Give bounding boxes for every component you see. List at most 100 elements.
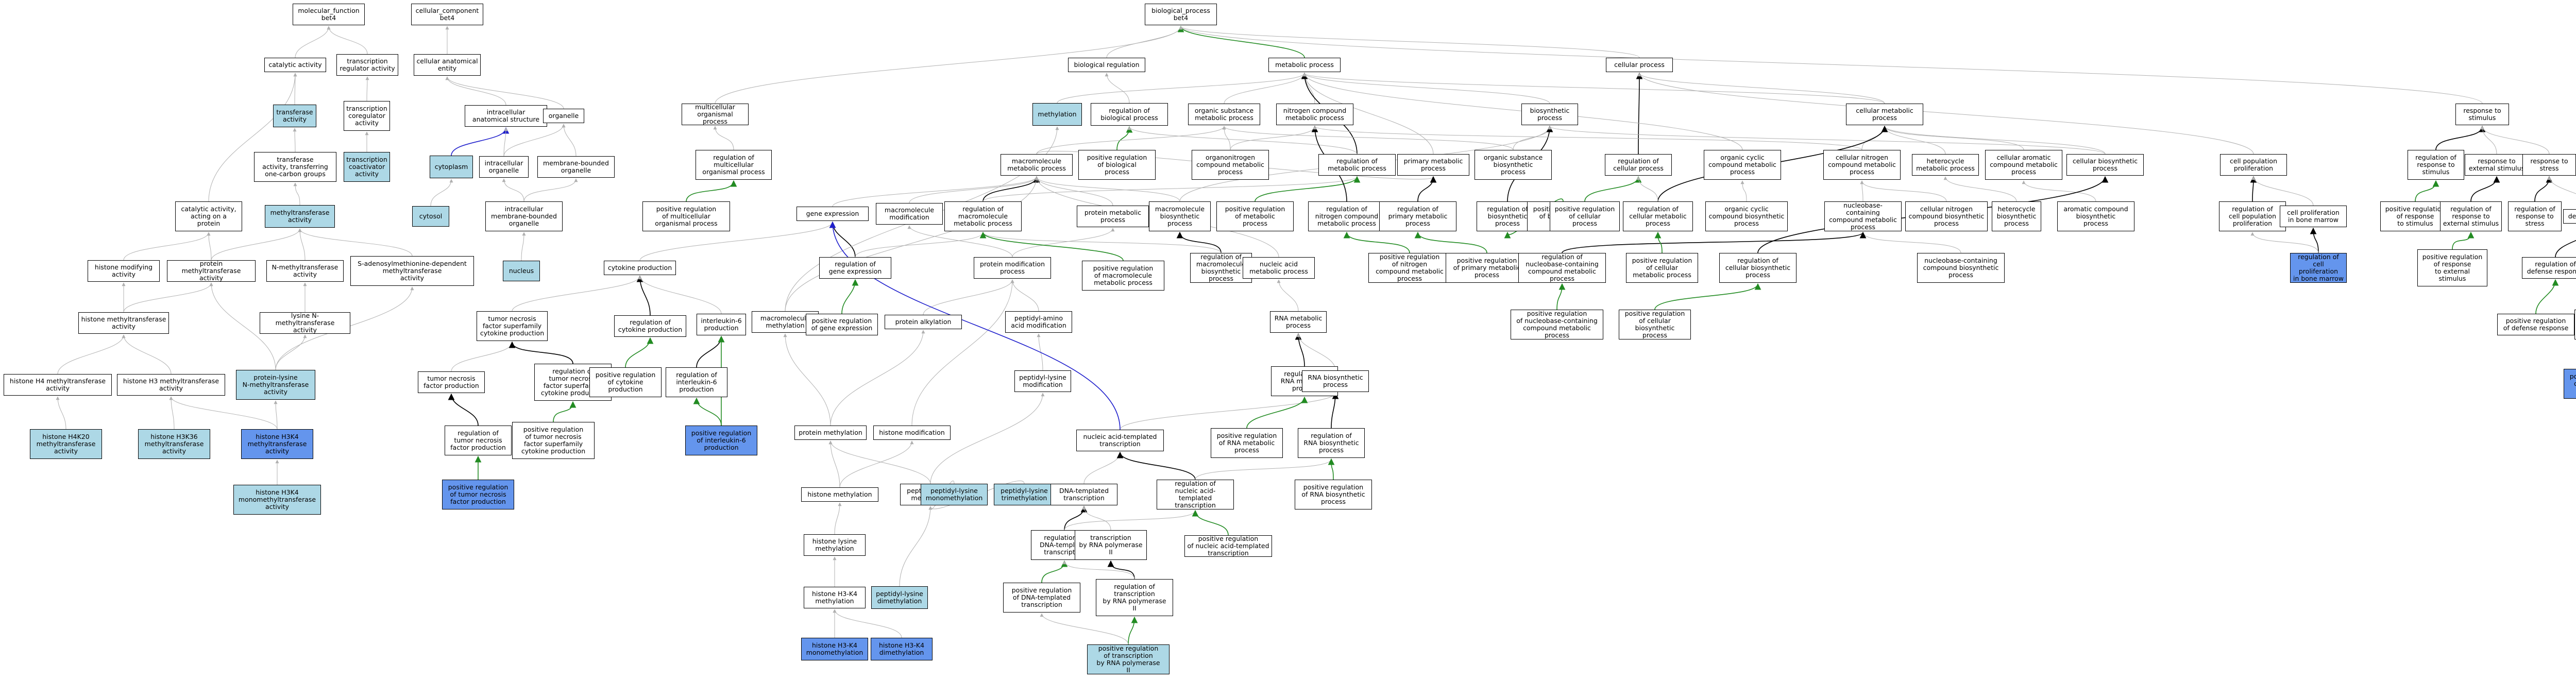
- graph-edge: [1548, 126, 2106, 155]
- graph-edge: [503, 127, 508, 157]
- go-term-node: cytosol: [412, 206, 449, 227]
- go-term-node: lysine N-methyltransferase activity: [260, 312, 350, 334]
- go-term-node: positive regulation of cellular biosynth…: [1619, 310, 1691, 339]
- graph-edge: [298, 228, 306, 261]
- go-term-node: regulation of nucleobase-containing comp…: [1518, 253, 1606, 283]
- graph-edge: [713, 126, 734, 150]
- graph-edge: [2535, 279, 2559, 314]
- go-term-node: regulation of biological process: [1091, 103, 1168, 126]
- go-term-node: histone H3-K4 methylation: [804, 587, 866, 608]
- graph-edge: [2470, 176, 2500, 202]
- graph-edge: [1064, 510, 1197, 531]
- go-term-node: cellular_component bet4: [411, 4, 483, 25]
- graph-edge: [1224, 73, 1307, 104]
- graph-edge: [828, 440, 840, 488]
- go-term-node: macromolecule biosynthetic process: [1149, 201, 1211, 231]
- graph-edge: [1295, 333, 1305, 367]
- go-term-node: peptidyl-amino acid modification: [1005, 311, 1072, 333]
- graph-edge: [445, 76, 564, 109]
- graph-edge: [1654, 231, 1663, 253]
- graph-edge: [1255, 176, 1361, 202]
- graph-edge: [839, 440, 914, 488]
- go-term-node: biological_process bet4: [1145, 4, 1217, 25]
- graph-edge: [855, 232, 985, 258]
- go-term-node: peptidyl-lysine monomethylation: [921, 484, 988, 505]
- graph-edge: [979, 231, 1124, 261]
- graph-edge: [298, 228, 413, 257]
- graph-edge: [686, 180, 737, 202]
- go-term-node: nucleic acid-templated transcription: [1076, 430, 1164, 451]
- graph-edge: [1246, 396, 1308, 429]
- graph-edge: [327, 26, 368, 55]
- go-term-node: histone methyltransferase activity: [78, 312, 169, 334]
- go-term-node: transcription regulator activity: [336, 54, 398, 76]
- graph-edge: [1417, 176, 1437, 202]
- graph-edge: [1883, 126, 2106, 155]
- graph-edge: [553, 401, 577, 422]
- go-term-node: methylation: [1032, 103, 1082, 126]
- graph-edge: [1176, 231, 1222, 253]
- go-term-node: regulation of nitrogen compound metaboli…: [1308, 201, 1385, 231]
- go-term-node: regulation of primary metabolic process: [1379, 201, 1456, 231]
- go-term-node: cell population proliferation: [2220, 154, 2287, 176]
- graph-edge: [1331, 392, 1339, 429]
- go-term-node: histone lysine methylation: [804, 534, 866, 556]
- graph-edge: [930, 393, 1045, 484]
- graph-edge: [1127, 126, 1358, 155]
- go-term-node: positive regulation of response to stimu…: [2380, 201, 2450, 231]
- go-term-node: nucleobase-containing compound metabolic…: [1824, 201, 1902, 231]
- graph-edge: [1883, 126, 2024, 150]
- graph-edge: [1105, 73, 1130, 104]
- go-term-node: macromolecule metabolic process: [1001, 154, 1073, 176]
- graph-edge: [1179, 26, 1640, 58]
- go-term-node: protein methyltransferase activity: [167, 260, 256, 282]
- go-term-node: molecular_function bet4: [293, 4, 365, 25]
- graph-edge: [2415, 180, 2439, 202]
- go-term-node: nucleobase-containing compound biosynthe…: [1917, 253, 2005, 283]
- go-term-node: positive regulation of RNA biosynthetic …: [1295, 480, 1372, 509]
- go-term-node: nitrogen compound metabolic process: [1276, 104, 1353, 125]
- graph-edge: [562, 124, 577, 157]
- graph-edge: [1636, 72, 1643, 155]
- go-term-node: positive regulation of tumor necrosis fa…: [512, 422, 595, 459]
- go-term-node: positive regulation of biological proces…: [1078, 150, 1156, 180]
- graph-edge: [693, 397, 722, 426]
- go-term-node: cellular biosynthetic process: [2066, 154, 2144, 176]
- go-term-node: histone H3-K4 monomethylation: [801, 638, 868, 660]
- go-term-node: positive regulation of interleukin-6 pro…: [685, 426, 757, 455]
- graph-edge: [503, 124, 566, 157]
- go-term-node: organelle: [543, 109, 584, 123]
- graph-edge: [1860, 180, 1947, 202]
- graph-edge: [1230, 126, 1317, 150]
- go-term-node: regulation of interleukin-6 production: [666, 367, 727, 397]
- graph-edge: [832, 176, 1039, 207]
- go-term-node: cellular aromatic compound metabolic pro…: [1985, 150, 2062, 180]
- go-term-node: positive regulation of transcription by …: [1087, 644, 1170, 674]
- graph-edge: [451, 127, 510, 156]
- go-term-node: regulation of cell population proliferat…: [2219, 201, 2286, 231]
- graph-edge: [981, 232, 1222, 253]
- graph-edge: [208, 73, 297, 202]
- go-term-node: positive regulation of defense response: [2497, 314, 2574, 335]
- graph-edge: [56, 396, 66, 430]
- graph-edge: [834, 502, 842, 535]
- go-term-node: cellular nitrogen compound biosynthetic …: [1905, 201, 1988, 231]
- graph-edge: [2250, 176, 2257, 202]
- graph-edge: [1041, 560, 1068, 583]
- go-term-node: histone H3K36 methyltransferase activity: [138, 429, 210, 459]
- graph-edge: [982, 176, 1040, 202]
- go-term-node: cellular nitrogen compound metabolic pro…: [1823, 150, 1901, 180]
- go-term-node: histone H3K4 monomethyltransferase activ…: [233, 485, 321, 515]
- graph-edge: [521, 232, 526, 261]
- go-term-node: regulation of transcription by RNA polym…: [1096, 579, 1173, 616]
- graph-edge: [625, 337, 654, 368]
- graph-edge: [1120, 393, 1337, 430]
- graph-edge: [1037, 333, 1043, 371]
- go-term-node: cytokine production: [604, 261, 676, 275]
- graph-edge: [57, 334, 126, 375]
- graph-edge: [1302, 73, 1885, 104]
- graph-edge: [2310, 227, 2319, 253]
- go-term-node: histone H3-K4 dimethylation: [871, 638, 933, 660]
- graph-edge: [1035, 176, 1113, 206]
- go-term-node: transcription coregulator activity: [344, 101, 390, 131]
